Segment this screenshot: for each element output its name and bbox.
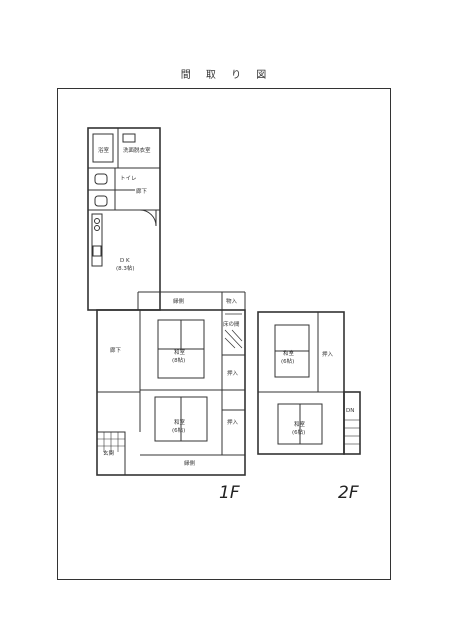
label-entrance: 玄関 (103, 449, 115, 457)
label-storage-top: 物入 (226, 297, 238, 305)
toilet-fixture (94, 195, 108, 207)
label-washitsu1-name: 和室 (174, 348, 186, 356)
label-2f-oshiire: 押入 (322, 350, 334, 358)
tokonoma-hatch (224, 313, 243, 349)
floor2-label: 2F (338, 483, 359, 503)
stove-burner (94, 225, 100, 231)
label-2f-stairs-dn: DN (346, 408, 354, 414)
entrance-grid (97, 432, 125, 452)
label-tokonoma: 床の間 (223, 320, 240, 328)
stove-burner (94, 218, 100, 224)
label-hall: 廊下 (110, 346, 122, 354)
label-engawa-top: 縁側 (173, 297, 185, 305)
kitchen-sink (92, 245, 102, 257)
floor2-plan (257, 311, 361, 455)
label-2f-washitsu2-name: 和室 (294, 420, 306, 428)
label-2f-washitsu2-size: (6帖) (292, 428, 305, 436)
bathtub (92, 133, 114, 163)
floor1-label: 1F (219, 483, 240, 503)
floor1-plan (87, 127, 246, 476)
label-dk-name: D K (120, 258, 130, 264)
label-washitsu2-size: (6帖) (172, 426, 185, 434)
label-oshiire2: 押入 (227, 418, 239, 426)
label-washitsu1-size: (8帖) (172, 356, 185, 364)
drawing-frame (57, 88, 391, 580)
stair-wall (343, 391, 361, 455)
label-2f-washitsu1-size: (6帖) (281, 357, 294, 365)
label-dk-size: (8.3帖) (116, 264, 135, 272)
sink (122, 133, 136, 143)
floor2-outer-wall (257, 311, 345, 455)
toilet-fixture (94, 173, 108, 185)
label-oshiire1: 押入 (227, 369, 239, 377)
label-washitsu2-name: 和室 (174, 418, 186, 426)
label-washroom: 洗面脱衣室 (123, 146, 151, 154)
page-title: 間 取 り 図 (180, 70, 273, 81)
label-toilet: トイレ (120, 176, 137, 182)
label-engawa-bottom: 縁側 (184, 459, 196, 467)
label-bath: 浴室 (98, 146, 110, 154)
label-2f-washitsu1-name: 和室 (283, 349, 295, 357)
stair-steps (344, 419, 360, 445)
label-corridor-small: 廊下 (136, 187, 148, 195)
kitchen-counter (91, 213, 103, 267)
door-swing (139, 209, 157, 227)
